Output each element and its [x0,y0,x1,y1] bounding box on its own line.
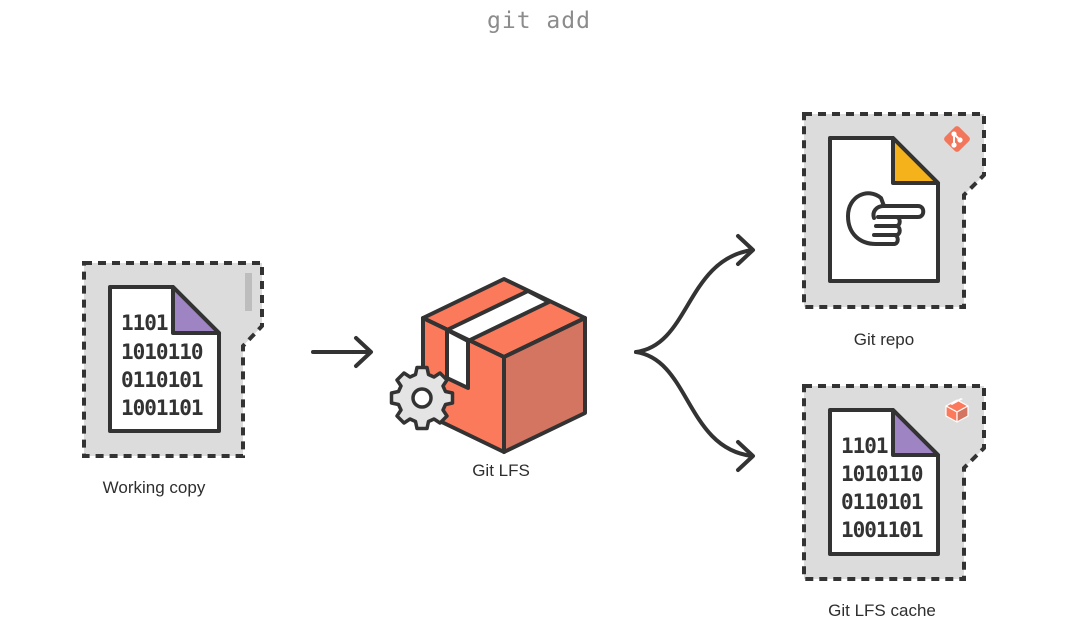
git-lfs-cache-node: 1101 1010110 0110101 1001101 [802,384,986,581]
git-lfs-cache-label: Git LFS cache [828,601,936,620]
binary-line: 1001101 [121,396,203,420]
binary-line: 0110101 [121,368,203,392]
binary-line: 1101 [121,311,168,335]
branch-arrows-icon [634,234,755,472]
git-logo-icon [944,126,970,152]
file-binary-icon: 1101 1010110 0110101 1001101 [828,408,940,556]
diagram-title: git add [487,8,591,34]
arrow-right-icon [311,336,373,368]
git-repo-label: Git repo [853,330,915,349]
pointing-hand-icon [846,191,926,246]
binary-line: 1101 [841,434,888,458]
working-copy-node: 1101 1010110 0110101 1001101 [82,261,264,458]
working-copy-label: Working copy [102,478,206,497]
binary-line: 1010110 [121,340,203,364]
file-binary-icon: 1101 1010110 0110101 1001101 [108,285,221,433]
lfs-box-icon [945,398,969,423]
scrollbar-thumb [245,273,252,311]
binary-line: 1010110 [841,462,923,486]
git-repo-node [802,112,986,309]
package-box-icon [421,277,587,454]
git-lfs-node [389,277,587,454]
git-lfs-label: Git LFS [472,461,530,480]
gear-icon [389,365,455,431]
pointer-file-icon [828,136,940,283]
binary-line: 0110101 [841,490,923,514]
binary-line: 1001101 [841,518,923,542]
